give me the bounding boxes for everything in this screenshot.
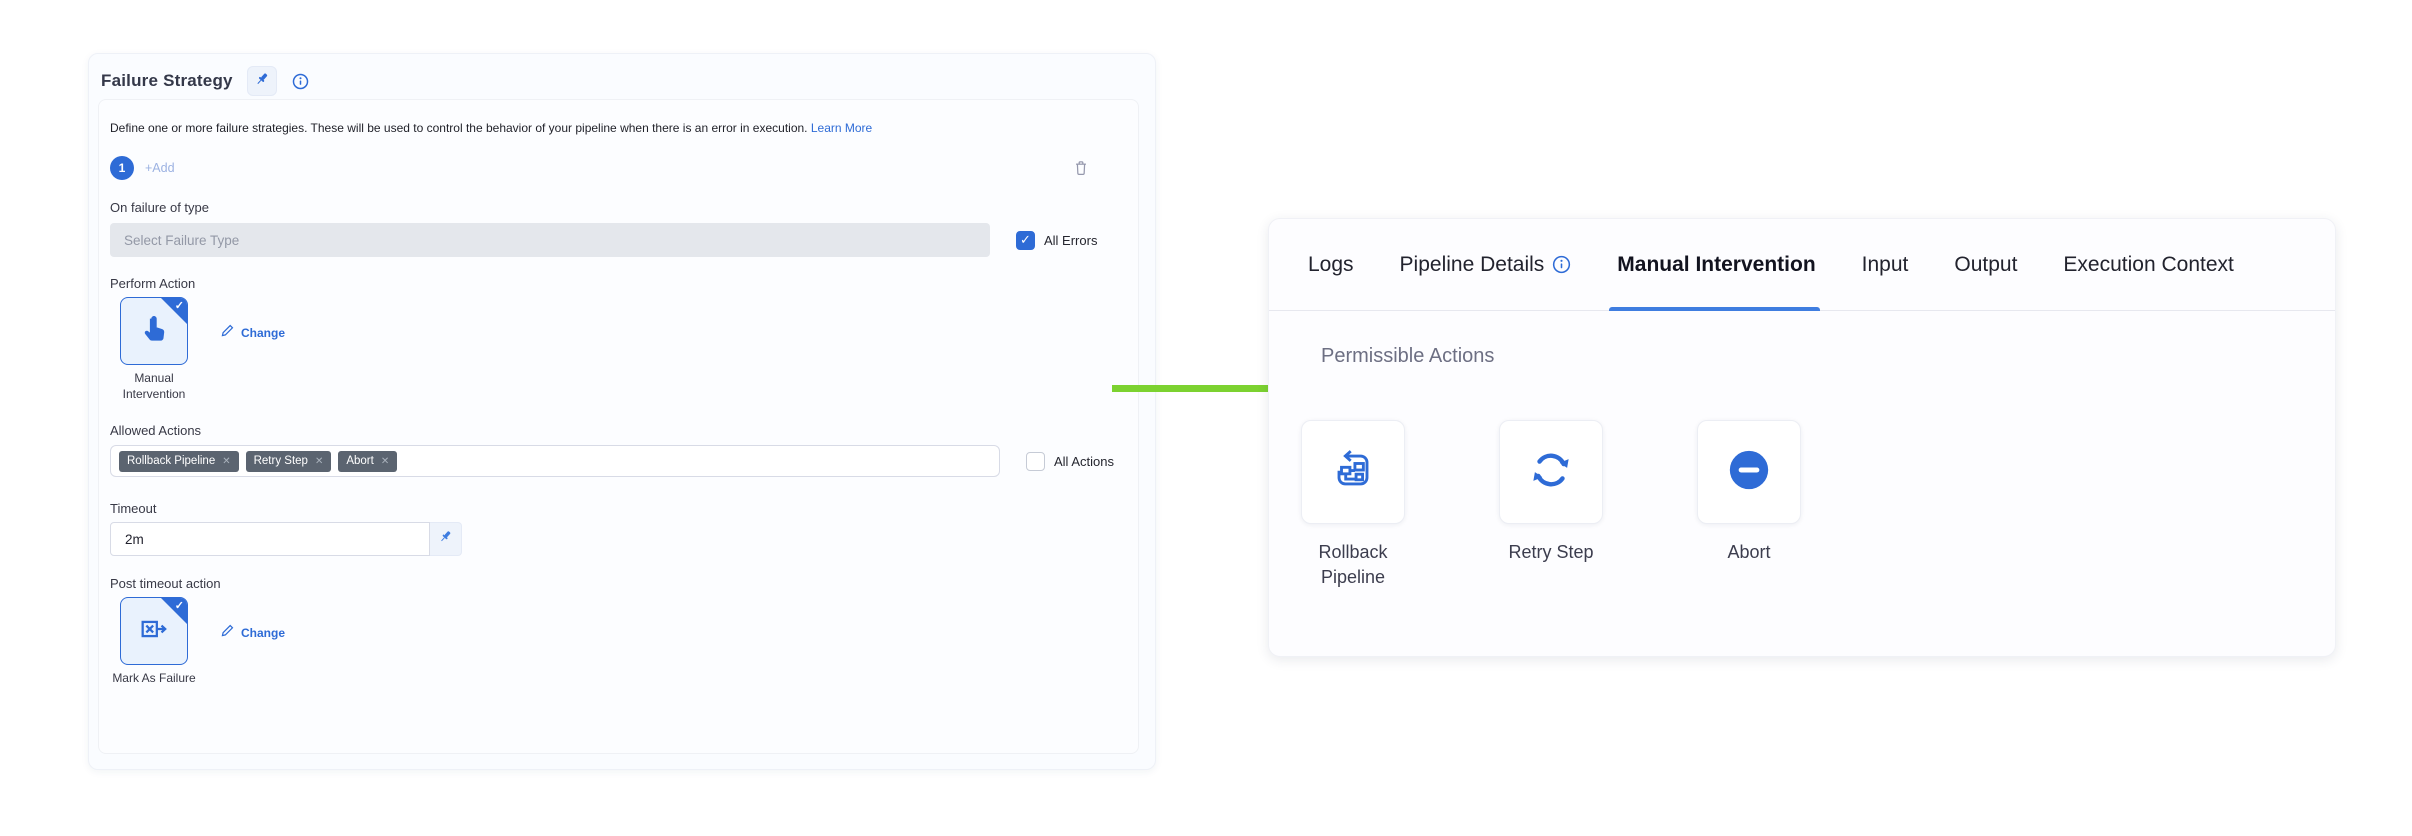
retry-step-button[interactable] bbox=[1499, 420, 1603, 524]
allowed-actions-input[interactable]: Rollback Pipeline ✕ Retry Step ✕ Abort ✕ bbox=[110, 445, 1000, 477]
tab-label: Logs bbox=[1308, 253, 1354, 277]
arrow-line bbox=[1112, 385, 1294, 392]
action-abort: Abort bbox=[1697, 420, 1801, 590]
tab-pipeline-details[interactable]: Pipeline Details bbox=[1398, 219, 1574, 310]
info-icon[interactable] bbox=[1552, 255, 1571, 274]
failure-type-select[interactable]: Select Failure Type bbox=[110, 223, 990, 257]
add-strategy-button[interactable]: +Add bbox=[145, 161, 175, 175]
abort-button[interactable] bbox=[1697, 420, 1801, 524]
pin-icon bbox=[254, 71, 270, 92]
all-errors-checkbox-row[interactable]: ✓ All Errors bbox=[1016, 231, 1097, 250]
all-errors-label: All Errors bbox=[1044, 233, 1097, 248]
permissible-actions-heading: Permissible Actions bbox=[1321, 345, 2335, 368]
change-label: Change bbox=[241, 326, 285, 340]
tab-input[interactable]: Input bbox=[1860, 219, 1911, 310]
description-text: Define one or more failure strategies. T… bbox=[110, 121, 808, 135]
pencil-icon bbox=[220, 323, 235, 343]
action-label: Rollback Pipeline bbox=[1301, 540, 1405, 590]
tab-label: Manual Intervention bbox=[1617, 253, 1815, 277]
rollback-pipeline-icon bbox=[1330, 447, 1376, 498]
permissible-actions-row: Rollback Pipeline Retry Step bbox=[1301, 420, 2335, 590]
timeout-value: 2m bbox=[125, 532, 144, 547]
tag-retry-step[interactable]: Retry Step ✕ bbox=[246, 451, 332, 472]
action-rollback-pipeline: Rollback Pipeline bbox=[1301, 420, 1405, 590]
timeout-input[interactable]: 2m bbox=[110, 522, 430, 556]
strategy-index-badge[interactable]: 1 bbox=[110, 156, 134, 180]
allowed-actions-label: Allowed Actions bbox=[110, 423, 1118, 438]
checkmark-icon: ✓ bbox=[1020, 232, 1031, 248]
remove-tag-icon[interactable]: ✕ bbox=[381, 456, 389, 467]
manual-intervention-card[interactable]: ✓ bbox=[120, 297, 188, 365]
all-errors-checkbox[interactable]: ✓ bbox=[1016, 231, 1035, 250]
panel-title: Failure Strategy bbox=[101, 71, 233, 91]
change-perform-action-button[interactable]: Change bbox=[220, 323, 285, 343]
tag-abort[interactable]: Abort ✕ bbox=[338, 451, 397, 472]
remove-tag-icon[interactable]: ✕ bbox=[315, 456, 323, 467]
pencil-icon bbox=[220, 623, 235, 643]
selected-check-icon: ✓ bbox=[175, 599, 184, 612]
panel-description: Define one or more failure strategies. T… bbox=[110, 120, 1118, 136]
failure-strategy-panel: Failure Strategy Define one or more fail… bbox=[88, 53, 1156, 770]
tab-manual-intervention[interactable]: Manual Intervention bbox=[1615, 219, 1817, 310]
tab-label: Pipeline Details bbox=[1400, 253, 1545, 277]
mark-as-failure-card[interactable]: ✓ bbox=[120, 597, 188, 665]
post-timeout-action-label: Post timeout action bbox=[110, 576, 1118, 591]
tab-execution-context[interactable]: Execution Context bbox=[2061, 219, 2235, 310]
pin-button[interactable] bbox=[247, 66, 277, 96]
change-post-timeout-action-button[interactable]: Change bbox=[220, 623, 285, 643]
timeout-pin-button[interactable] bbox=[430, 522, 462, 556]
tag-label: Rollback Pipeline bbox=[127, 455, 215, 467]
perform-action-label: Perform Action bbox=[110, 276, 1118, 291]
tab-label: Output bbox=[1954, 253, 2017, 277]
selected-check-icon: ✓ bbox=[175, 299, 184, 312]
tab-label: Execution Context bbox=[2063, 253, 2233, 277]
action-label: Retry Step bbox=[1508, 540, 1593, 565]
all-actions-label: All Actions bbox=[1054, 454, 1114, 469]
failure-strategy-header: Failure Strategy bbox=[89, 54, 1155, 96]
all-actions-checkbox-row[interactable]: All Actions bbox=[1026, 452, 1114, 471]
pin-icon bbox=[438, 529, 453, 549]
on-failure-of-type-label: On failure of type bbox=[110, 200, 1118, 215]
tab-bar: Logs Pipeline Details Manual Interventio… bbox=[1269, 219, 2335, 311]
action-retry-step: Retry Step bbox=[1499, 420, 1603, 590]
retry-step-icon bbox=[1528, 447, 1574, 498]
execution-details-panel: Logs Pipeline Details Manual Interventio… bbox=[1268, 218, 2336, 657]
post-timeout-action-value: Mark As Failure bbox=[110, 670, 198, 686]
perform-action-value: Manual Intervention bbox=[110, 370, 198, 402]
failure-type-placeholder: Select Failure Type bbox=[124, 233, 239, 248]
tag-label: Abort bbox=[346, 455, 374, 467]
tab-label: Input bbox=[1862, 253, 1909, 277]
active-tab-underline bbox=[1609, 307, 1819, 311]
tab-output[interactable]: Output bbox=[1952, 219, 2019, 310]
strategy-list-row: 1 +Add bbox=[110, 156, 1118, 180]
learn-more-link[interactable]: Learn More bbox=[811, 121, 872, 135]
rollback-pipeline-button[interactable] bbox=[1301, 420, 1405, 524]
change-label: Change bbox=[241, 626, 285, 640]
tag-label: Retry Step bbox=[254, 455, 308, 467]
delete-strategy-icon[interactable] bbox=[1072, 158, 1090, 178]
all-actions-checkbox[interactable] bbox=[1026, 452, 1045, 471]
action-label: Abort bbox=[1727, 540, 1770, 565]
remove-tag-icon[interactable]: ✕ bbox=[222, 456, 230, 467]
failure-strategy-form: Define one or more failure strategies. T… bbox=[98, 99, 1139, 754]
info-icon[interactable] bbox=[291, 71, 311, 91]
timeout-label: Timeout bbox=[110, 501, 1118, 516]
tab-logs[interactable]: Logs bbox=[1306, 219, 1356, 310]
abort-icon bbox=[1725, 447, 1773, 498]
tag-rollback-pipeline[interactable]: Rollback Pipeline ✕ bbox=[119, 451, 239, 472]
